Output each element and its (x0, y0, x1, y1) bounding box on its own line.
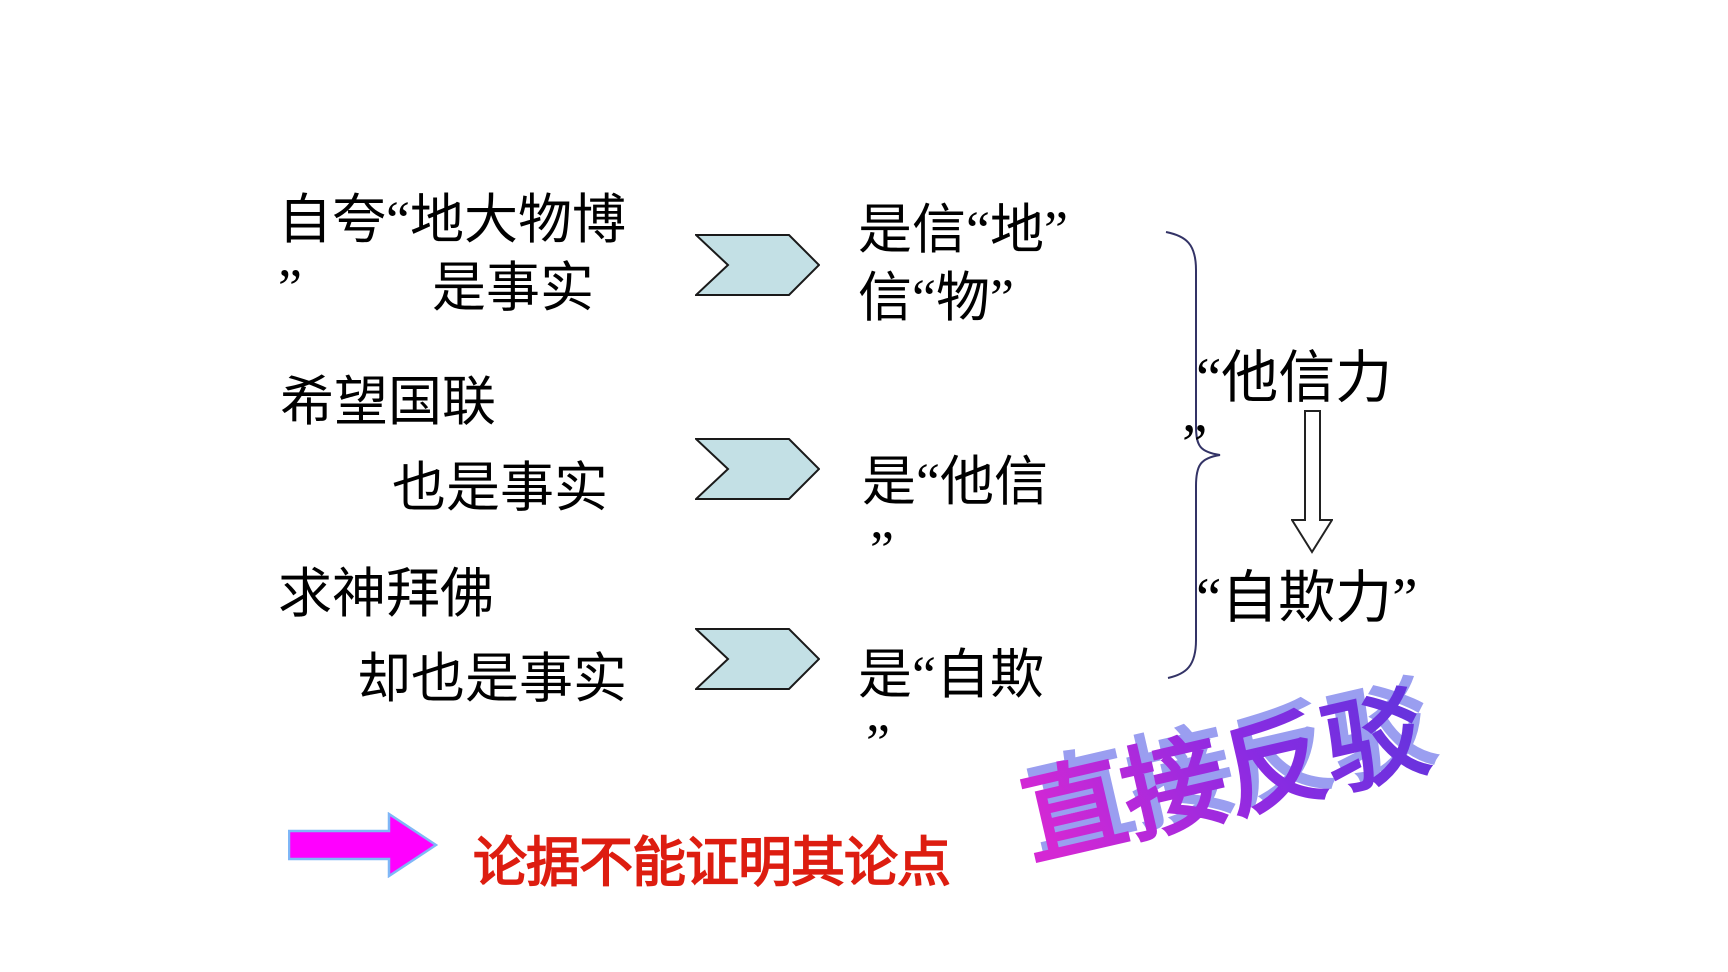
wordart-title: 直接反驳 直接反驳 (1011, 666, 1464, 913)
fact-2-line-1: 希望国联 (280, 372, 496, 432)
conclusion-3-line-1: 是“自欺 (858, 645, 1044, 705)
conclusion-2-line-2: ” (870, 520, 894, 580)
taxinli-line-2: ” (1182, 413, 1208, 476)
down-arrow-icon (1291, 410, 1333, 554)
fact-2-line-2: 也是事实 (392, 458, 608, 518)
conclusion-3-line-2: ” (866, 713, 890, 773)
ziqili-text: “自欺力” (1196, 567, 1418, 630)
legend-text: 论据不能证明其论点 (473, 833, 951, 893)
fact-1-line-2: 是事实 (431, 258, 594, 318)
magenta-arrow-icon (288, 812, 438, 878)
conclusion-1-line-2: 信“物” (858, 268, 1014, 328)
ziqili-label: “自欺力” (1196, 566, 1418, 632)
wordart-front-text: 直接反驳 (1011, 674, 1439, 884)
curly-brace (1165, 231, 1221, 679)
conclusion-block-1: 是信“地” 信“物” (858, 196, 1068, 332)
fact-block-1: 自夸“地大物博 ” 是事实 (278, 186, 626, 322)
chevron-arrow-icon-1 (695, 234, 820, 296)
fact-block-3: 求神拜佛 却也是事实 (278, 560, 627, 713)
fact-3-line-1: 求神拜佛 (278, 564, 494, 624)
chevron-arrow-icon-2 (695, 438, 820, 500)
fact-1-hanging-quote: ” (278, 258, 302, 318)
chevron-arrow-icon-3 (695, 628, 820, 690)
conclusion-1-line-1: 是信“地” (858, 200, 1068, 260)
conclusion-block-2: 是“他信 ” (862, 448, 1048, 584)
fact-1-line-1: 自夸“地大物博 (278, 190, 626, 250)
conclusion-2-line-1: 是“他信 (862, 452, 1048, 512)
fact-block-2: 希望国联 也是事实 (280, 368, 608, 522)
taxinli-label: “他信力 ” (1182, 346, 1393, 478)
conclusion-block-3: 是“自欺 ” (858, 641, 1044, 777)
taxinli-line-1: “他信力 (1196, 347, 1393, 410)
fact-3-line-2: 却也是事实 (357, 649, 627, 709)
